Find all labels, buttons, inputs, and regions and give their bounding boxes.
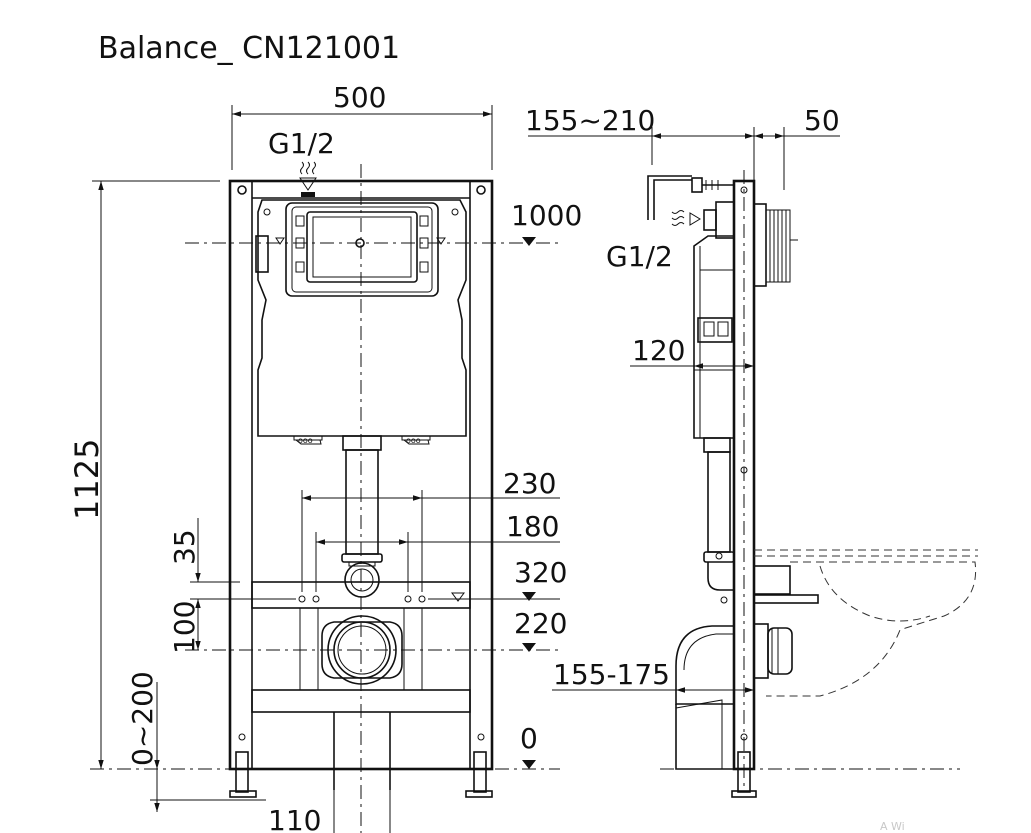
offset-35-label: 35 xyxy=(168,529,201,565)
depth-dimensions: 155~210 50 xyxy=(525,104,840,190)
cistern: ooo ooo xyxy=(255,199,467,445)
side-flush-pipe xyxy=(703,451,819,604)
offset-100-label: 100 xyxy=(168,601,201,654)
side-drain-bend xyxy=(675,623,793,770)
waste-pipe xyxy=(333,712,391,833)
level-0-label: 0 xyxy=(520,722,538,755)
level-320-label: 320 xyxy=(514,556,567,589)
watermark: A Wi xyxy=(880,820,905,833)
level-220-label: 220 xyxy=(514,607,567,640)
level-1000-label: 1000 xyxy=(511,199,582,232)
spacing-180-label: 180 xyxy=(506,510,559,543)
flush-pipe xyxy=(341,435,383,598)
vertical-offset-dimensions: 35 100 0~200 xyxy=(126,518,266,812)
side-view: 155~210 50 G1/2 xyxy=(525,104,978,798)
outlet-adjust-label: 155-175 xyxy=(553,658,670,691)
height-dimension: 1125 xyxy=(68,180,220,769)
width-dimension: 500 xyxy=(231,81,493,170)
front-inlet-label: G1/2 xyxy=(268,127,335,160)
legs xyxy=(229,751,493,798)
side-cistern xyxy=(693,235,735,453)
tank-depth-label: 120 xyxy=(632,334,685,367)
width-label: 500 xyxy=(333,81,386,114)
spacing-230-label: 230 xyxy=(503,467,556,500)
drawing-title: Balance_ CN121001 xyxy=(98,31,400,66)
frame-depth-label: 50 xyxy=(804,104,840,137)
side-inlet-icon xyxy=(671,201,735,239)
water-inlet-icon xyxy=(299,161,317,197)
vent-marks: ooo xyxy=(406,436,421,445)
height-label: 1125 xyxy=(68,439,106,520)
side-inlet-label: G1/2 xyxy=(606,240,673,273)
mounting-rod xyxy=(647,175,734,220)
front-view: 500 G1/2 xyxy=(68,81,582,833)
pipe-width-label: 110 xyxy=(268,804,321,833)
leg-adjust-label: 0~200 xyxy=(126,671,159,766)
vent-marks: ooo xyxy=(298,436,313,445)
flush-plate-frame-side xyxy=(753,203,798,287)
bolt-spacing-dimensions: 230 180 xyxy=(301,467,560,592)
toilet-bowl-outline xyxy=(754,549,978,697)
depth-adjust-label: 155~210 xyxy=(525,104,655,137)
